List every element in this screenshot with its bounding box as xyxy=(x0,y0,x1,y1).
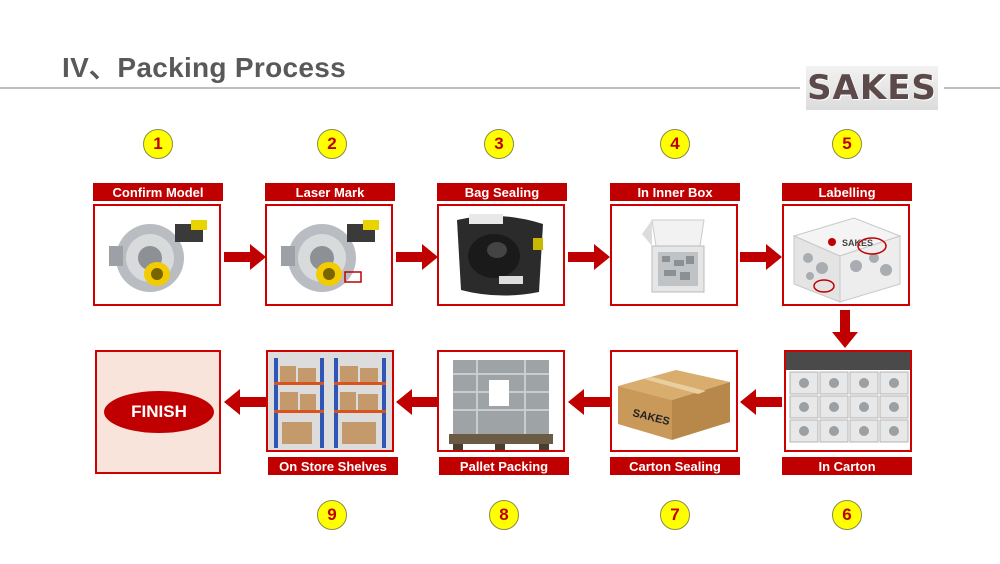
step-8-image-pallet xyxy=(437,350,565,452)
brand-logo: SAKES xyxy=(806,66,938,110)
step-6-image-carton-stack xyxy=(784,350,912,452)
step-4-label: In Inner Box xyxy=(610,183,740,201)
page-title: IV、Packing Process xyxy=(62,52,346,83)
step-9-number: 9 xyxy=(317,500,347,530)
title-divider-left xyxy=(0,87,800,89)
arrow-down-5-to-6 xyxy=(832,310,858,348)
step-1-label: Confirm Model xyxy=(93,183,223,201)
step-6-label: In Carton xyxy=(782,457,912,475)
arrow-right-4 xyxy=(740,244,782,270)
labelled-box-brand: SAKES xyxy=(842,238,873,248)
step-2-image-laser-marked-pump xyxy=(265,204,393,306)
title-divider-right xyxy=(944,87,1000,89)
step-9-label: On Store Shelves xyxy=(268,457,398,475)
step-7-label: Carton Sealing xyxy=(610,457,740,475)
step-8-label: Pallet Packing xyxy=(439,457,569,475)
arrow-left-6-to-7 xyxy=(740,389,782,415)
step-6-number: 6 xyxy=(832,500,862,530)
step-3-label: Bag Sealing xyxy=(437,183,567,201)
step-4-number: 4 xyxy=(660,129,690,159)
arrow-right-3 xyxy=(568,244,610,270)
step-9-image-warehouse-shelves xyxy=(266,350,394,452)
arrow-right-2 xyxy=(396,244,438,270)
step-3-number: 3 xyxy=(484,129,514,159)
arrow-left-8-to-9 xyxy=(396,389,438,415)
arrow-left-9-to-finish xyxy=(224,389,266,415)
step-4-image-inner-box xyxy=(610,204,738,306)
step-1-number: 1 xyxy=(143,129,173,159)
step-8-number: 8 xyxy=(489,500,519,530)
finish-panel: FINISH xyxy=(95,350,221,474)
step-3-image-bagged-pump xyxy=(437,204,565,306)
step-5-label: Labelling xyxy=(782,183,912,201)
step-2-number: 2 xyxy=(317,129,347,159)
step-1-image-water-pump xyxy=(93,204,221,306)
step-7-image-sealed-carton: SAKES xyxy=(610,350,738,452)
step-7-number: 7 xyxy=(660,500,690,530)
step-5-number: 5 xyxy=(832,129,862,159)
arrow-right-1 xyxy=(224,244,266,270)
step-5-image-labelled-box: SAKES xyxy=(782,204,910,306)
step-2-label: Laser Mark xyxy=(265,183,395,201)
arrow-left-7-to-8 xyxy=(568,389,610,415)
finish-badge: FINISH xyxy=(104,391,214,433)
